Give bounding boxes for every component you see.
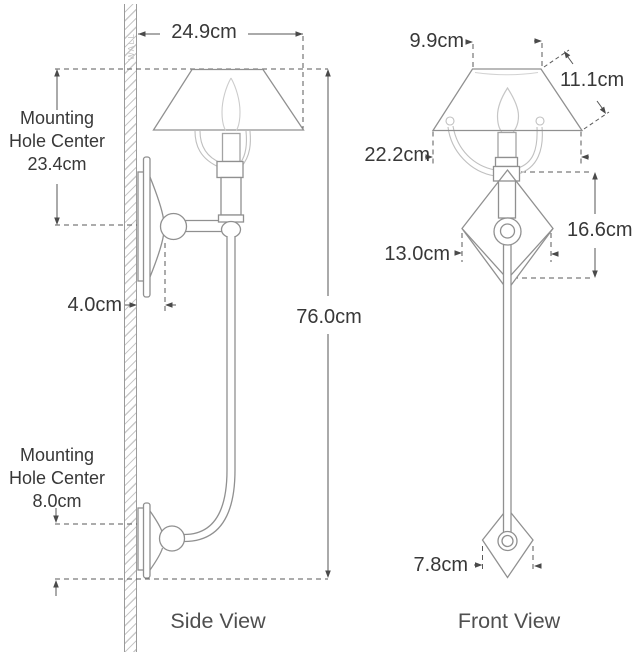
side-ball-joint-bottom bbox=[158, 525, 186, 552]
front-arm-left bbox=[447, 125, 496, 177]
side-backplate-top bbox=[142, 156, 151, 298]
front-finial-ring-outer bbox=[497, 530, 518, 552]
side-shade bbox=[152, 68, 305, 131]
dim-label-shade-bottom-width: 22.2cm bbox=[364, 144, 430, 166]
front-socket-collar bbox=[494, 156, 519, 168]
front-finial-ring-inner bbox=[501, 534, 514, 548]
dim-label-shade-top-width: 9.9cm bbox=[409, 30, 464, 52]
front-shade-back-rim bbox=[474, 72, 539, 76]
side-view-fixture bbox=[137, 68, 305, 579]
front-candle bbox=[496, 86, 520, 134]
side-bracket-trumpet-top bbox=[149, 176, 165, 278]
front-ring-inner bbox=[499, 223, 516, 239]
front-view-caption: Front View bbox=[457, 609, 561, 633]
mounting-bottom-line1: Mounting bbox=[19, 445, 95, 465]
dim-line-9-9 bbox=[466, 40, 540, 43]
side-curved-arm bbox=[183, 236, 236, 543]
front-candle-sleeve bbox=[497, 131, 517, 159]
front-view-fixture bbox=[431, 68, 584, 579]
dim-label-shade-depth: 24.9cm bbox=[171, 21, 237, 43]
wall-section bbox=[124, 4, 137, 652]
dim-label-wall-offset: 4.0cm bbox=[67, 294, 122, 316]
front-stem bbox=[502, 243, 512, 534]
dim-label-mounting-hole-bottom: Mounting Hole Center 8.0cm bbox=[0, 444, 114, 513]
mounting-top-line2: Hole Center bbox=[8, 131, 106, 151]
side-backplate-bottom bbox=[142, 502, 151, 579]
side-candle-faint bbox=[221, 77, 241, 132]
side-view-caption: Side View bbox=[170, 609, 266, 633]
dim-label-shade-slant: 11.1cm bbox=[560, 69, 625, 91]
mounting-top-line3: 23.4cm bbox=[27, 154, 87, 174]
ext-slant-bottom bbox=[583, 111, 610, 130]
dashed-reference-lines bbox=[55, 36, 610, 580]
front-arm-right bbox=[517, 126, 543, 175]
dimension-arrowheads bbox=[53, 31, 606, 588]
front-arm-left-curl bbox=[445, 116, 455, 126]
dim-label-overall-height: 76.0cm bbox=[296, 306, 362, 328]
dim-label-backplate-drop: 16.6cm bbox=[567, 219, 633, 241]
front-stem-upper bbox=[497, 180, 517, 219]
front-ring-outer bbox=[493, 217, 522, 246]
ext-slant-top bbox=[543, 49, 570, 68]
dim-label-mounting-hole-top: Mounting Hole Center 23.4cm bbox=[0, 107, 114, 176]
mounting-top-line1: Mounting bbox=[19, 108, 95, 128]
dim-label-finial-width: 7.8cm bbox=[413, 554, 468, 576]
side-socket-tube bbox=[220, 176, 242, 216]
mounting-bottom-line2: Hole Center bbox=[8, 468, 106, 488]
dim-label-backplate-width: 13.0cm bbox=[384, 243, 450, 265]
front-shade bbox=[431, 68, 584, 132]
side-arm-horizontal bbox=[184, 219, 223, 233]
front-arm-right-curl bbox=[535, 116, 545, 126]
side-ball-joint-top bbox=[159, 212, 188, 241]
side-socket-band bbox=[216, 160, 244, 179]
side-knob bbox=[220, 220, 242, 239]
side-candle-sleeve bbox=[221, 132, 241, 163]
mounting-bottom-line3: 8.0cm bbox=[32, 491, 82, 511]
